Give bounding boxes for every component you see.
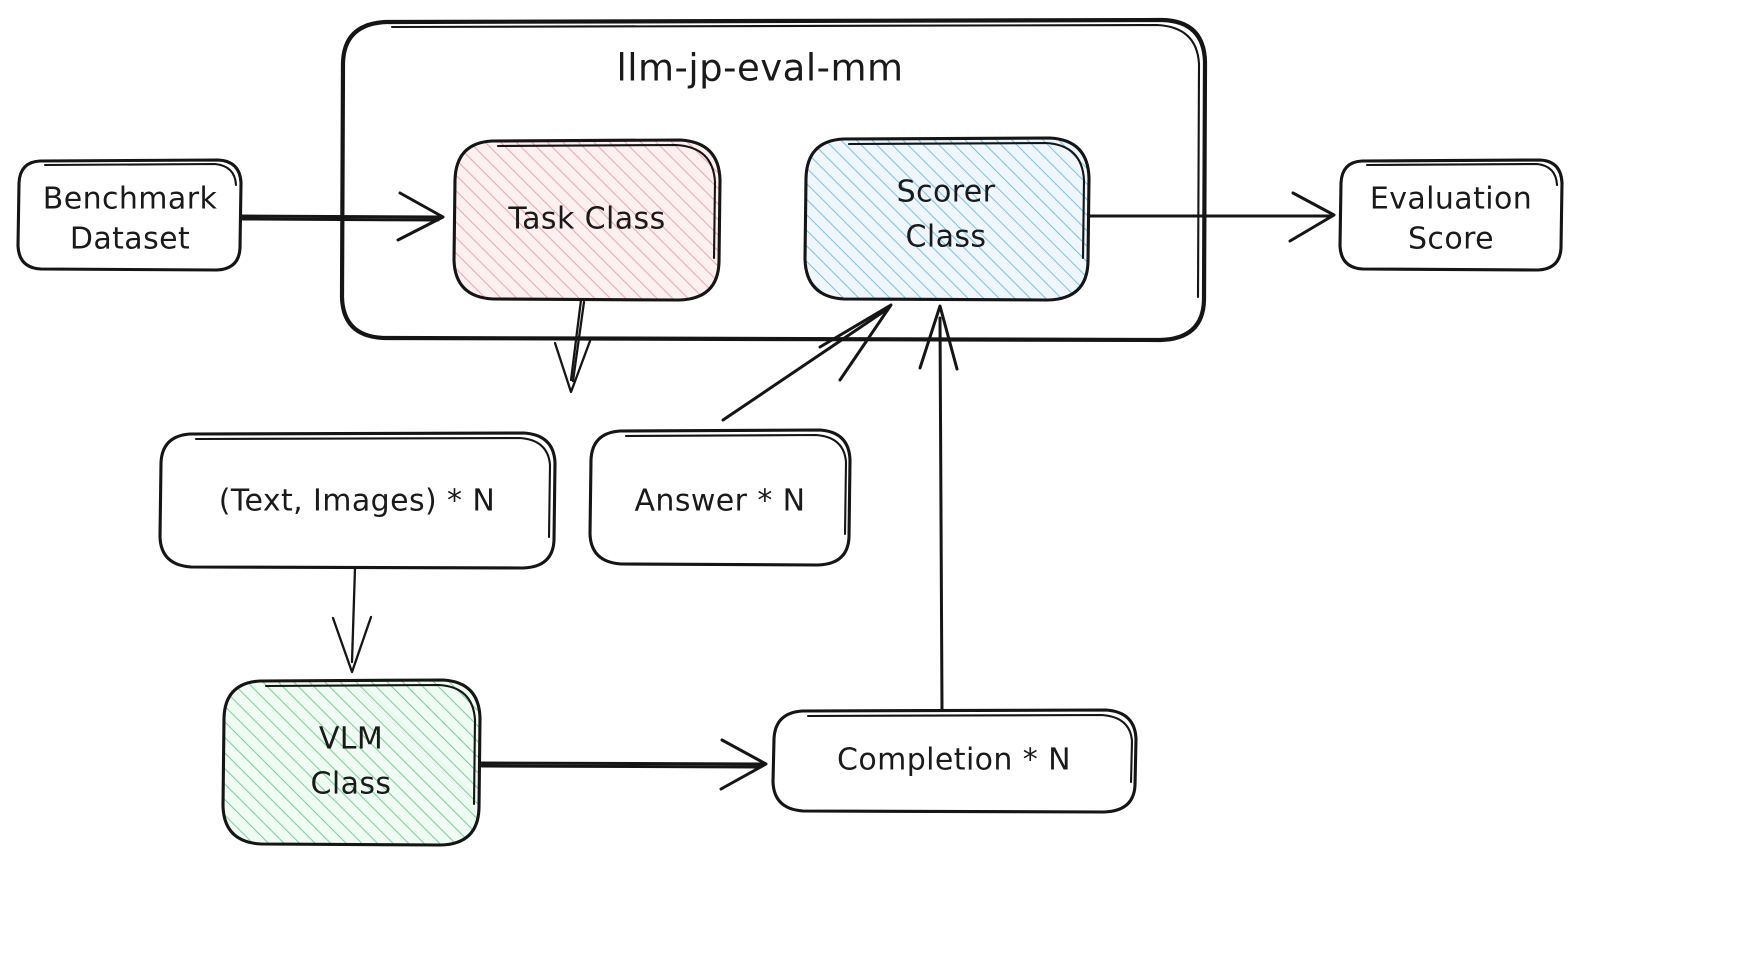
node-text-images[interactable]: (Text, Images) * N <box>158 431 557 570</box>
node-benchmark-dataset[interactable]: Benchmark Dataset <box>16 158 243 272</box>
edge-answer-to-scorer <box>721 303 893 422</box>
group-title: llm-jp-eval-mm <box>616 47 903 90</box>
edge-completion-to-scorer <box>918 304 959 712</box>
node-completion[interactable]: Completion * N <box>771 708 1138 814</box>
node-scorer-class[interactable]: Scorer Class <box>803 136 1091 302</box>
node-task-class[interactable]: Task Class <box>452 138 722 302</box>
edge-vlm-to-completion <box>478 738 768 791</box>
llm-jp-eval-mm-container[interactable]: llm-jp-eval-mm <box>339 17 1208 343</box>
edge-benchmark-to-task <box>239 191 445 242</box>
node-answer[interactable]: Answer * N <box>588 428 852 567</box>
edge-scorer-to-evaluation <box>1087 191 1336 243</box>
edge-textimages-to-vlm <box>331 566 373 674</box>
node-evaluation-score[interactable]: Evaluation Score <box>1338 158 1564 272</box>
edge-task-to-textimages <box>553 298 592 394</box>
node-vlm-class[interactable]: VLM Class <box>221 678 482 847</box>
